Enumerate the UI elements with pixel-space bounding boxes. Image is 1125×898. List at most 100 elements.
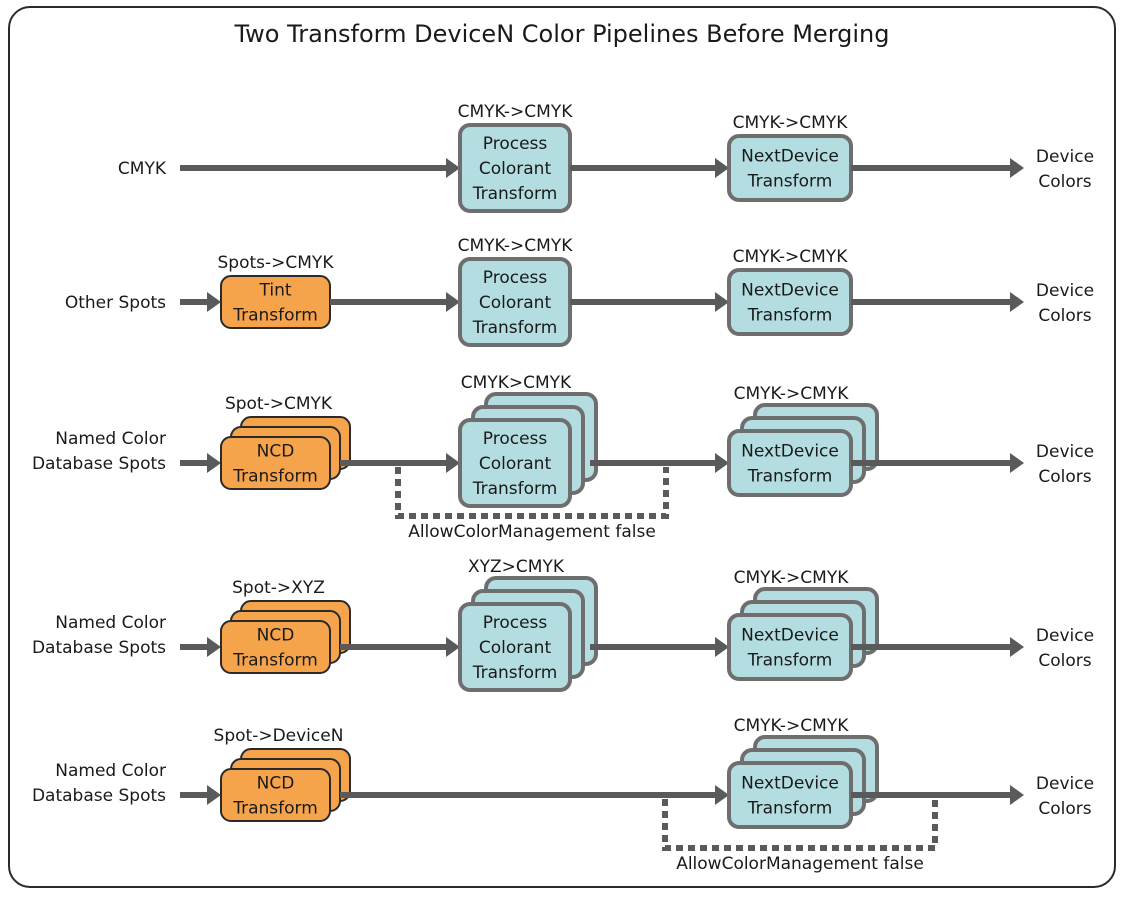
input-label: CMYK bbox=[118, 159, 167, 179]
source-label: Transform bbox=[232, 306, 318, 326]
pipeline-row: Other SpotsTintTransformSpots->CMYKProce… bbox=[65, 236, 1094, 347]
next-label: Transform bbox=[747, 306, 833, 326]
bypass-dashed-line bbox=[395, 467, 669, 519]
arrow-head bbox=[715, 637, 729, 657]
process-label: Transform bbox=[472, 663, 558, 683]
arrow bbox=[851, 453, 1024, 473]
process-header: CMYK->CMYK bbox=[458, 236, 574, 256]
arrow-head bbox=[207, 453, 221, 473]
arrow bbox=[570, 292, 729, 312]
arrow bbox=[180, 637, 221, 657]
arrow-head bbox=[446, 292, 460, 312]
arrow bbox=[340, 785, 729, 805]
diagram-title: Two Transform DeviceN Color Pipelines Be… bbox=[233, 20, 889, 48]
bypass-dashed-line bbox=[662, 799, 938, 851]
next-label: NextDevice bbox=[741, 281, 839, 301]
arrow bbox=[570, 158, 729, 178]
output-label: Device bbox=[1036, 626, 1094, 646]
next-header: CMYK->CMYK bbox=[734, 716, 850, 736]
arrow bbox=[180, 292, 221, 312]
next-header: CMYK->CMYK bbox=[734, 384, 850, 404]
arrow-head bbox=[1010, 637, 1024, 657]
source-label: Tint bbox=[258, 281, 291, 301]
output-label: Device bbox=[1036, 281, 1094, 301]
arrow bbox=[590, 453, 729, 473]
process-header: CMYK->CMYK bbox=[458, 102, 574, 122]
arrow bbox=[590, 637, 729, 657]
process-box bbox=[458, 602, 572, 692]
source-label: Transform bbox=[232, 651, 318, 671]
source-box bbox=[220, 768, 331, 822]
next-label: NextDevice bbox=[741, 442, 839, 462]
input-label: Database Spots bbox=[32, 638, 166, 658]
arrow bbox=[330, 292, 460, 312]
output-label: Colors bbox=[1038, 467, 1091, 487]
source-header: Spot->DeviceN bbox=[214, 726, 344, 746]
next-header: CMYK->CMYK bbox=[733, 113, 849, 133]
arrow-head bbox=[446, 637, 460, 657]
arrow-head bbox=[207, 637, 221, 657]
arrow-head bbox=[1010, 453, 1024, 473]
arrow bbox=[851, 158, 1024, 178]
output-label: Colors bbox=[1038, 799, 1091, 819]
bypass-label: AllowColorManagement false bbox=[676, 854, 924, 874]
source-label: NCD bbox=[257, 774, 295, 794]
source-label: Transform bbox=[232, 799, 318, 819]
arrow bbox=[180, 453, 221, 473]
process-label: Process bbox=[483, 134, 548, 154]
next-label: Transform bbox=[747, 799, 833, 819]
arrow-head bbox=[446, 158, 460, 178]
source-label: NCD bbox=[257, 626, 295, 646]
process-label: Transform bbox=[472, 184, 558, 204]
next-label: NextDevice bbox=[741, 626, 839, 646]
process-label: Process bbox=[483, 268, 548, 288]
arrow-head bbox=[715, 785, 729, 805]
process-header: CMYK>CMYK bbox=[461, 373, 572, 393]
source-box bbox=[220, 436, 331, 490]
pipeline-row: CMYKProcessColorantTransformCMYK->CMYKNe… bbox=[118, 102, 1094, 213]
source-header: Spot->CMYK bbox=[225, 394, 333, 414]
next-label: Transform bbox=[747, 651, 833, 671]
process-box bbox=[458, 418, 572, 508]
process-label: Process bbox=[483, 429, 548, 449]
next-label: NextDevice bbox=[741, 147, 839, 167]
arrow-head bbox=[1010, 292, 1024, 312]
process-label: Process bbox=[483, 613, 548, 633]
arrow-head bbox=[207, 785, 221, 805]
process-label: Colorant bbox=[479, 638, 552, 658]
arrow-head bbox=[1010, 785, 1024, 805]
arrow-head bbox=[715, 453, 729, 473]
arrow-head bbox=[715, 158, 729, 178]
process-label: Colorant bbox=[479, 293, 552, 313]
process-label: Colorant bbox=[479, 454, 552, 474]
input-label: Database Spots bbox=[32, 786, 166, 806]
input-label: Named Color bbox=[55, 429, 166, 449]
source-label: NCD bbox=[257, 442, 295, 462]
output-label: Colors bbox=[1038, 306, 1091, 326]
source-header: Spots->CMYK bbox=[218, 253, 335, 273]
process-label: Transform bbox=[472, 479, 558, 499]
arrow-head bbox=[446, 453, 460, 473]
input-label: Named Color bbox=[55, 761, 166, 781]
arrow bbox=[180, 785, 221, 805]
arrow bbox=[180, 158, 460, 178]
diagram-frame bbox=[8, 6, 1116, 888]
process-header: XYZ>CMYK bbox=[468, 557, 565, 577]
output-label: Colors bbox=[1038, 651, 1091, 671]
output-label: Colors bbox=[1038, 172, 1091, 192]
next-header: CMYK->CMYK bbox=[733, 247, 849, 267]
